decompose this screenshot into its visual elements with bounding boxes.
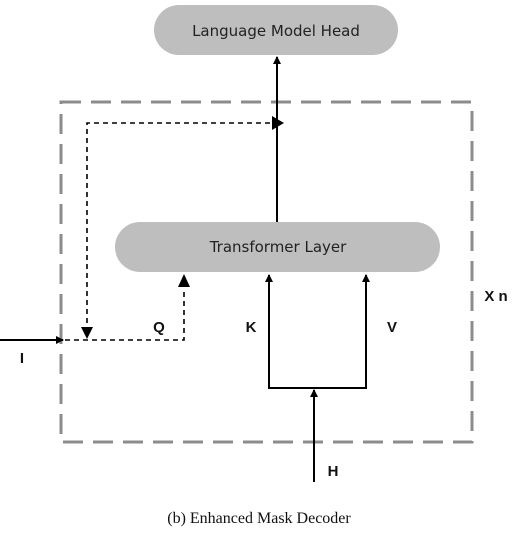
repeat-block-frame bbox=[59, 100, 474, 444]
feedback-loop-path bbox=[86, 122, 270, 330]
language-model-head-box bbox=[154, 5, 398, 55]
transformer-layer-label: Transformer Layer bbox=[209, 238, 347, 256]
language-model-head-label: Language Model Head bbox=[192, 22, 360, 40]
q-arrowhead bbox=[178, 274, 190, 287]
k-label: K bbox=[246, 319, 257, 336]
h-label: H bbox=[328, 463, 339, 480]
q-path bbox=[65, 288, 185, 341]
transformer-layer-node: Transformer Layer bbox=[115, 222, 440, 272]
feedback-loop-down-arrowhead bbox=[81, 327, 93, 339]
input-i-label: I bbox=[20, 350, 24, 367]
feedback-loop-top-arrowhead bbox=[272, 116, 284, 130]
transformer-layer-box bbox=[115, 222, 440, 272]
v-label: V bbox=[387, 319, 397, 336]
language-model-head-node: Language Model Head bbox=[154, 5, 398, 55]
repeat-count-label: X n bbox=[484, 288, 507, 305]
q-label: Q bbox=[153, 319, 165, 336]
figure-caption: (b) Enhanced Mask Decoder bbox=[167, 510, 351, 527]
